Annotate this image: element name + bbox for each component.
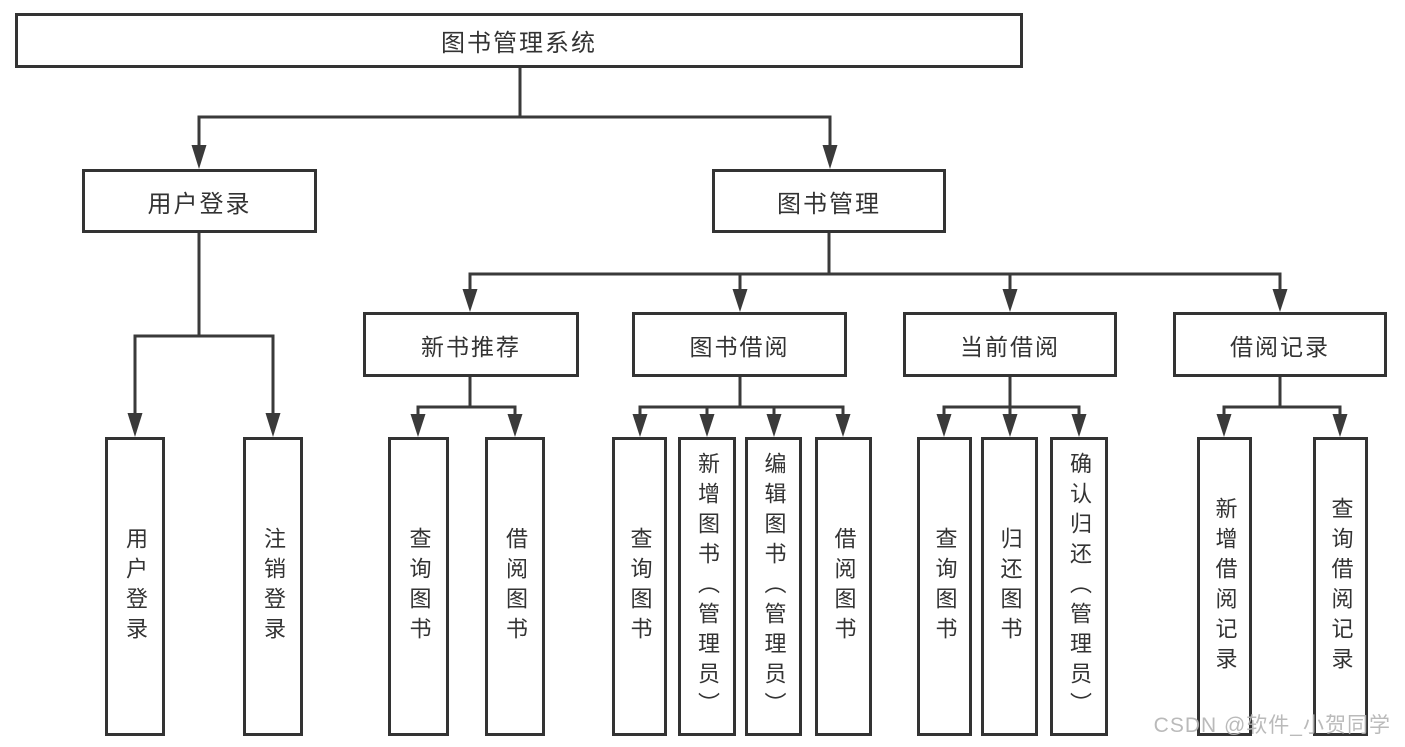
arrowhead: [1002, 414, 1018, 437]
csdn-watermark: CSDN @软件_小贺同学: [1153, 714, 1391, 737]
leaf-user-login: 用户登录: [105, 437, 165, 736]
arrowhead: [936, 414, 952, 437]
arrowhead: [766, 414, 782, 437]
arrowhead: [127, 413, 143, 437]
leaf-nb-borrow-books: 借阅图书: [485, 437, 545, 736]
leaf-cb-confirm-return-admin: 确认归还（管理员）: [1050, 437, 1108, 736]
arrowhead: [835, 414, 851, 437]
branch-borrow: [632, 377, 851, 437]
arrowhead: [1071, 414, 1087, 437]
node-user-login-group: 用户登录: [82, 169, 317, 233]
branch-root: [191, 66, 838, 169]
branch-current: [936, 377, 1087, 437]
arrowhead: [732, 289, 748, 312]
arrowhead: [699, 414, 715, 437]
arrowhead: [265, 413, 281, 437]
leaf-br-add-record: 新增借阅记录: [1197, 437, 1252, 736]
leaf-bb-borrow-books: 借阅图书: [815, 437, 872, 736]
arrowhead: [822, 145, 838, 169]
node-library-system: 图书管理系统: [15, 13, 1023, 68]
node-borrow-records: 借阅记录: [1173, 312, 1387, 377]
leaf-cb-query-books: 查询图书: [917, 437, 972, 736]
branch-records: [1216, 377, 1348, 437]
branch-user-login: [127, 233, 281, 437]
leaf-br-query-record: 查询借阅记录: [1313, 437, 1368, 736]
arrowhead: [1216, 414, 1232, 437]
arrowhead: [1002, 289, 1018, 312]
leaf-cb-return-books: 归还图书: [981, 437, 1038, 736]
node-book-borrow: 图书借阅: [632, 312, 847, 377]
arrowhead: [632, 414, 648, 437]
branch-book-mgmt: [462, 233, 1288, 312]
leaf-nb-query-books: 查询图书: [388, 437, 449, 736]
leaf-bb-add-books-admin: 新增图书（管理员）: [678, 437, 736, 736]
arrowhead: [507, 414, 523, 437]
arrowhead: [191, 145, 207, 169]
leaf-logout: 注销登录: [243, 437, 303, 736]
leaf-bb-edit-books-admin: 编辑图书（管理员）: [745, 437, 802, 736]
arrowhead: [410, 414, 426, 437]
node-current-borrow: 当前借阅: [903, 312, 1117, 377]
arrowhead: [1272, 289, 1288, 312]
branch-new-book: [410, 377, 523, 437]
arrowhead: [462, 289, 478, 312]
arrowhead: [1332, 414, 1348, 437]
node-new-book-recommend: 新书推荐: [363, 312, 579, 377]
node-book-management: 图书管理: [712, 169, 946, 233]
leaf-bb-query-books: 查询图书: [612, 437, 667, 736]
